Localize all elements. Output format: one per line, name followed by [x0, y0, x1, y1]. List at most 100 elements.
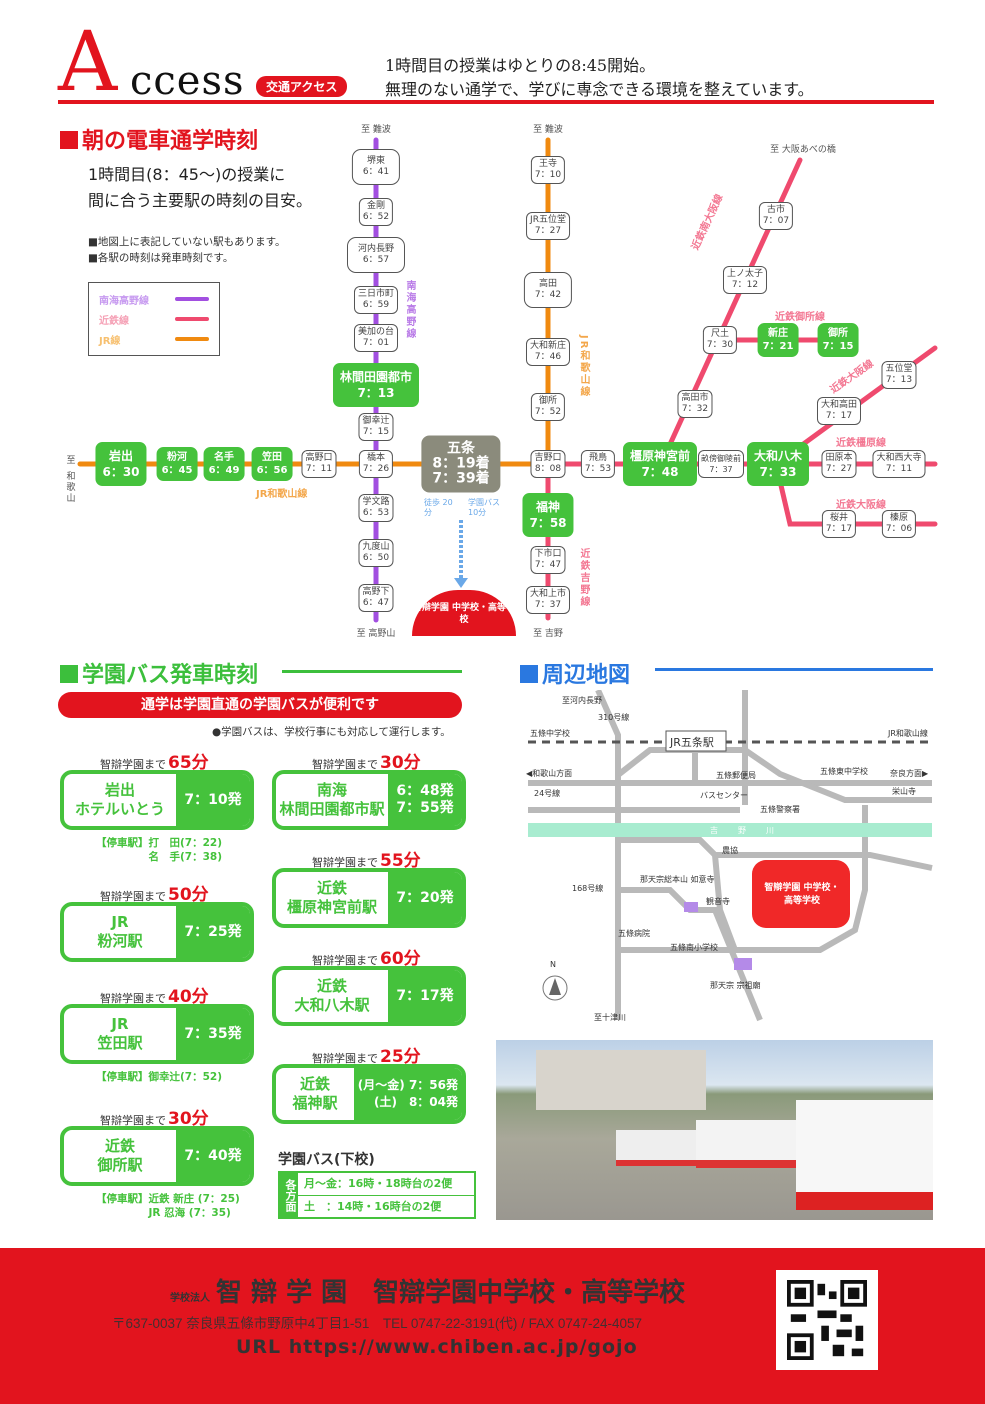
bus-title-divider: [282, 670, 462, 673]
station-time: 6：50: [362, 553, 390, 563]
station-time: 7：17: [825, 524, 853, 534]
access-badge: 交通アクセス: [256, 76, 348, 97]
station-time: 7：58: [529, 516, 567, 530]
station-time: 7：11: [305, 464, 333, 474]
access-title: ccess: [130, 58, 245, 104]
bus-image-front: [796, 1100, 933, 1210]
qr-code[interactable]: [776, 1270, 878, 1370]
bus-image: [696, 1120, 806, 1168]
return-weekday: 月〜金：16時・18時台の2便: [304, 1177, 453, 1190]
station-name: 名手: [214, 452, 234, 463]
station-name: 橿原神宮前: [629, 449, 691, 463]
bus-departure-2: 7：55発: [396, 800, 454, 816]
station-time: 6：57: [362, 255, 390, 265]
destination-label: 至 難波: [533, 125, 563, 135]
station-name: 桜井: [829, 513, 848, 523]
footer-address: 〒637-0037 奈良県五條市野原中4丁目1-51 TEL 0747-22-3…: [112, 1316, 642, 1331]
bus-departure-2: (土) 8：04発: [373, 1095, 458, 1109]
bus-stop-stations: 【停車駅】御幸辻(7：52): [96, 1071, 223, 1083]
bus-route-card: 近鉄福神駅(月〜金) 7：56発(土) 8：04発: [272, 1064, 466, 1124]
map-label: 24号線: [534, 789, 561, 798]
station-name: 学文路: [362, 497, 390, 507]
bus-origin-line2: 橿原神宮前駅: [286, 898, 377, 916]
station-name: 金剛: [366, 201, 385, 211]
return-bus-title: 学園バス(下校): [278, 1152, 375, 1168]
station-time: 7：06: [885, 524, 913, 534]
river: [528, 823, 932, 837]
train-note-1: ■地図上に表記していない駅もあります。: [88, 236, 286, 248]
destination-label: 至 和歌山: [64, 455, 75, 504]
station-name: 尺土: [710, 329, 729, 339]
line-label: 近鉄御所線: [775, 312, 825, 323]
map-label: 栄山寺: [892, 787, 916, 796]
station-name: 大和新庄: [529, 341, 567, 351]
station-time: 6：59: [362, 300, 390, 310]
train-note-2: ■各駅の時刻は発車時刻です。: [88, 252, 234, 264]
line-label: JR和歌山線: [578, 335, 589, 399]
station-time: 6：52: [362, 212, 390, 222]
train-description: 1時間目(8：45〜)の授業に間に合う主要駅の時刻の目安。: [88, 165, 313, 210]
station-name: 田原本: [825, 453, 853, 463]
map-label: 五條警察署: [760, 805, 800, 814]
line-label: 近鉄大阪線: [836, 500, 886, 511]
map-label: 168号線: [572, 884, 604, 893]
header-divider: [58, 100, 934, 104]
station-time: 7：15: [822, 341, 854, 352]
station-name: 粉河: [167, 452, 187, 463]
map-label: 那天宗 宗祖廟: [710, 981, 761, 990]
bus-departure: 7：10発: [184, 791, 242, 808]
station-name: 美加の台: [357, 327, 395, 337]
train-section-title: 朝の電車通学時刻: [60, 123, 258, 155]
station-name: 王寺: [538, 159, 557, 169]
station-time: 6：56: [256, 465, 288, 476]
bus-departure: 7：40発: [184, 1147, 242, 1164]
station-time: 7：33: [759, 465, 797, 479]
footer-url[interactable]: URL https://www.chiben.ac.jp/gojo: [236, 1336, 638, 1358]
area-map-title: 周辺地図: [520, 657, 630, 689]
station-name: 上ノ太子: [726, 269, 764, 279]
road-map: [528, 688, 933, 1022]
station-time: 6：53: [362, 508, 390, 518]
station-name: 大和西大寺: [876, 453, 922, 463]
bus-origin-line2: 御所駅: [97, 1156, 143, 1174]
station-time: 7：42: [534, 290, 562, 300]
bus-time: 学園バス 10分: [468, 498, 500, 517]
school-bus-photo: [496, 1040, 933, 1220]
bus-departure: 7：20発: [396, 889, 454, 906]
station-name: 御幸辻: [362, 416, 390, 426]
area-title-divider: [655, 668, 933, 671]
station-name: 吉野口: [534, 453, 562, 463]
return-side-label: 各方面: [280, 1173, 298, 1217]
station-name: 古市: [766, 205, 785, 215]
station-name: 大和上市: [529, 589, 567, 599]
station-time: 7：15: [362, 427, 390, 437]
arrow-down-icon: [454, 578, 468, 588]
bus-note: ●学園バスは、学校行事にも対応して運行します。: [212, 726, 451, 738]
station-name: 河内長野: [357, 244, 395, 254]
